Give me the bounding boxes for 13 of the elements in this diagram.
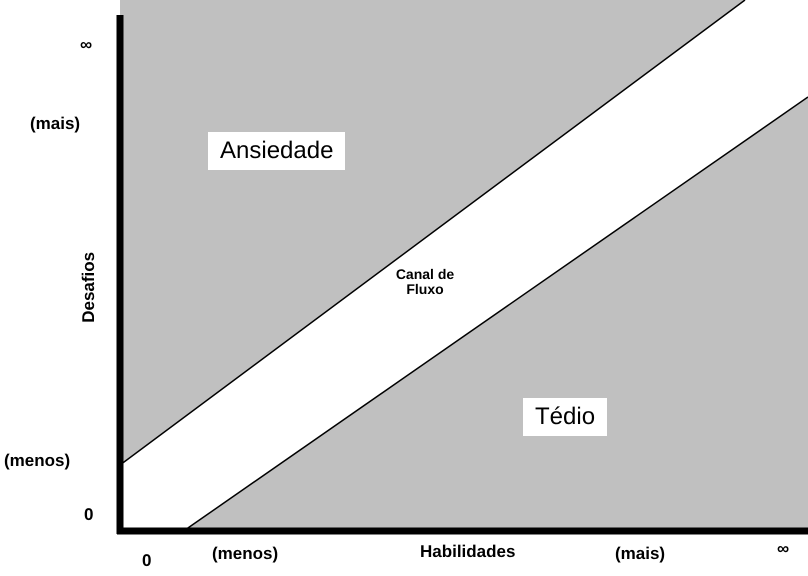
axis-label: 0 <box>84 506 94 525</box>
axis-label: (mais) <box>30 115 80 134</box>
axis-title: Habilidades <box>420 543 516 562</box>
axis-title: Desafios <box>80 252 99 323</box>
region-label: Ansiedade <box>208 132 346 170</box>
region-label: Tédio <box>523 398 608 436</box>
axis-label: 0 <box>142 552 152 571</box>
axis-label: ∞ <box>80 36 92 55</box>
axis-label: ∞ <box>777 540 790 559</box>
axis-label: (menos) <box>4 452 70 471</box>
axis-label: (menos) <box>212 545 278 564</box>
axis-label: (mais) <box>615 545 666 564</box>
region-label: Canal de Fluxo <box>394 267 456 298</box>
